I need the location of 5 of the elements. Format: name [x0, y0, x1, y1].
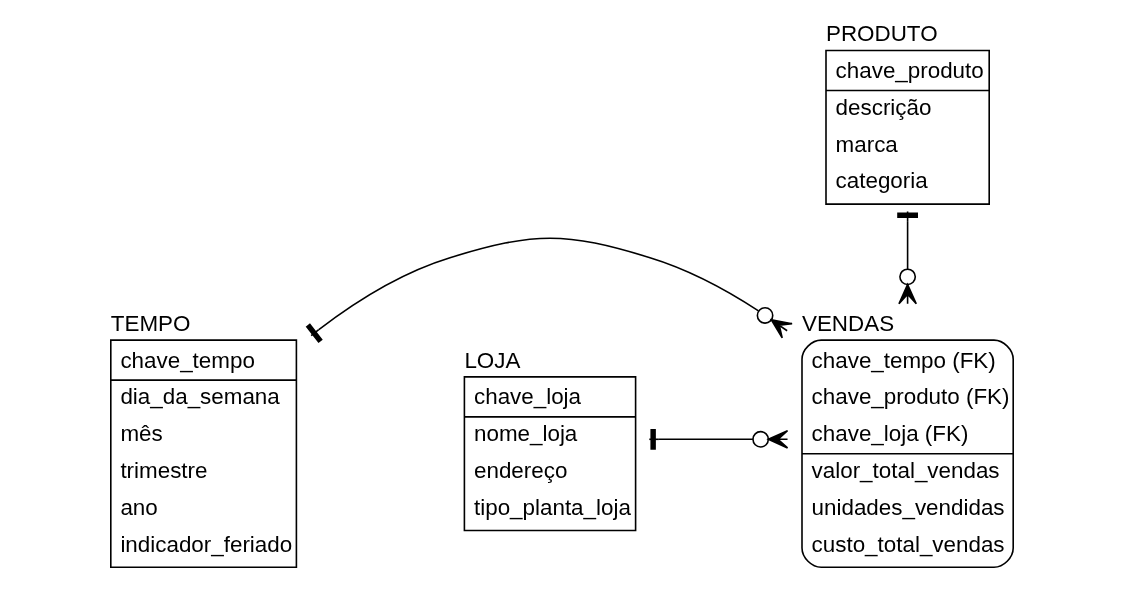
node-label: VENDAS	[802, 310, 895, 336]
node-label: PRODUTO	[826, 21, 938, 47]
node-label: LOJA	[464, 347, 521, 373]
node-label: TEMPO	[110, 310, 191, 336]
connector	[305, 237, 793, 344]
